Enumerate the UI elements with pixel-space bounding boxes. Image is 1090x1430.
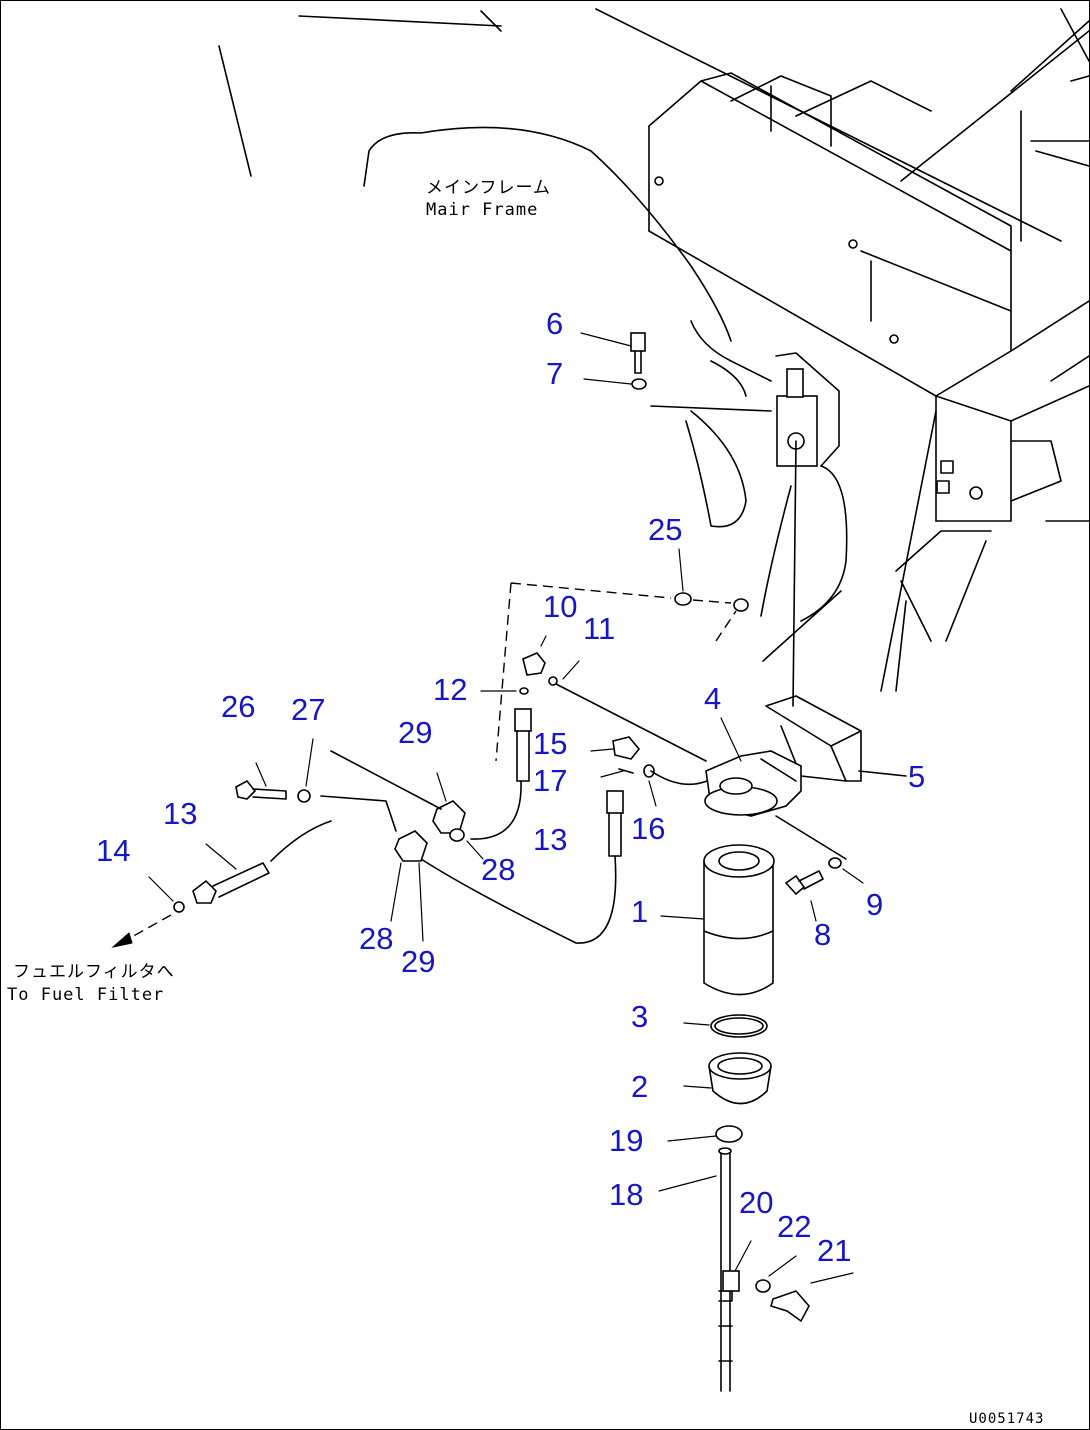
callout-17: 17 <box>533 763 568 798</box>
callout-18: 18 <box>609 1177 644 1212</box>
callout-28-left: 28 <box>359 921 394 956</box>
callout-2: 2 <box>631 1069 649 1104</box>
drawing-code: U0051743 <box>969 1411 1045 1427</box>
main-frame-label-en: Mair Frame <box>426 200 539 220</box>
filter-assembly <box>658 717 864 1392</box>
callout-20: 20 <box>739 1185 774 1220</box>
callout-29-lower: 29 <box>401 944 436 979</box>
callout-16: 16 <box>631 811 666 846</box>
callout-5: 5 <box>908 759 926 794</box>
bracket-assembly <box>580 332 907 782</box>
callout-1: 1 <box>631 894 649 929</box>
hose-assemblies <box>111 708 624 948</box>
main-frame-outline <box>218 8 1089 692</box>
callout-9: 9 <box>866 887 884 922</box>
callout-13-right: 13 <box>533 822 568 857</box>
callout-14: 14 <box>96 833 131 868</box>
callout-27: 27 <box>291 692 326 727</box>
callout-26: 26 <box>221 689 256 724</box>
fuel-filter-label-jp: フュエルフィルタへ <box>13 962 175 982</box>
callout-15: 15 <box>533 726 568 761</box>
callout-12: 12 <box>433 672 468 707</box>
callout-4: 4 <box>704 681 722 716</box>
callout-6: 6 <box>546 306 564 341</box>
callout-25: 25 <box>648 512 683 547</box>
callout-11: 11 <box>583 611 616 646</box>
callout-13-left: 13 <box>163 796 198 831</box>
fuel-filter-label-en: To Fuel Filter <box>7 985 165 1005</box>
callout-8: 8 <box>814 917 832 952</box>
callout-3: 3 <box>631 999 649 1034</box>
main-frame-label-jp: メインフレーム <box>426 178 551 198</box>
callout-28-right: 28 <box>481 852 516 887</box>
callout-29-upper: 29 <box>398 715 433 750</box>
callout-19: 19 <box>609 1123 644 1158</box>
callout-22: 22 <box>777 1209 812 1244</box>
callout-21: 21 <box>817 1233 852 1268</box>
fittings <box>480 548 749 807</box>
callout-10: 10 <box>543 589 578 624</box>
callout-7: 7 <box>546 356 564 391</box>
